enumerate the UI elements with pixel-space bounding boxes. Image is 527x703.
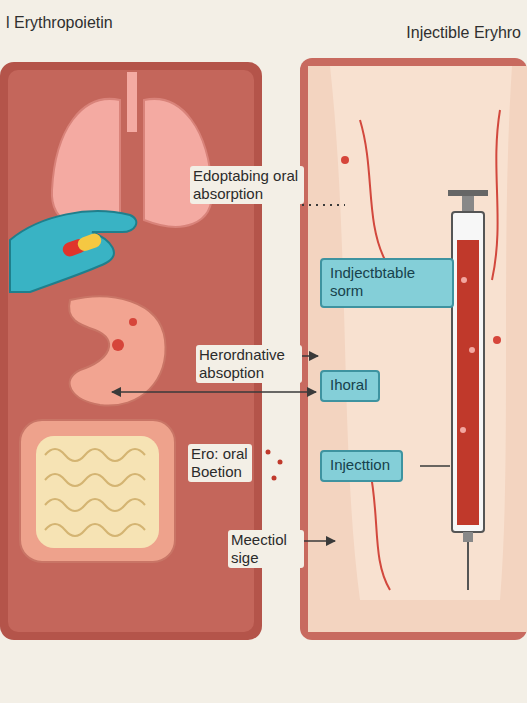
label-box: Ihoral [320,370,380,402]
intestines [20,420,175,562]
box-text: Indjectbtable sorm [330,264,442,300]
syringe [448,190,488,196]
syringe [460,427,466,433]
label-box: Injecttion [320,450,403,482]
intestines [36,436,159,548]
leader-lines [300,540,335,542]
right-panel-art [300,58,527,640]
annotation-label: Edoptabing oral absorption [190,166,304,204]
lungs [52,72,212,227]
intestines [20,420,175,562]
gloved-hand [10,211,136,292]
gloved-hand [61,232,103,259]
syringe [452,212,484,532]
panel-heading: Injectible Eryhro [406,24,521,42]
annotation-label: Herordnative absoption [196,345,302,383]
syringe [469,347,475,353]
leader-lines [302,204,345,206]
stomach [69,296,166,405]
leader-lines [420,465,450,467]
box-text: Ihoral [330,376,368,394]
syringe [457,240,479,525]
panel: Injectible EryhroIndjectbtable sormIhora… [300,58,527,640]
lungs [127,72,137,132]
lungs [52,99,120,227]
box-text: Injecttion [330,456,390,474]
right-panel-art [360,110,500,590]
syringe [461,277,467,283]
leader-lines [272,476,277,481]
right-panel-art [300,58,527,640]
annotation-label: Ero: oral Boetion [188,444,252,482]
gloved-hand [10,211,136,292]
stomach [129,318,137,326]
leader-lines [278,460,283,465]
stomach [69,296,166,405]
gloved-hand [76,232,103,253]
leader-lines [266,450,271,455]
label-box: Indjectbtable sorm [320,258,454,308]
syringe [448,190,488,590]
lungs [144,99,212,227]
panel-heading: l Erythropoietin [6,14,113,32]
syringe [463,532,473,542]
right-panel-art [330,66,512,600]
annotation-label: Meectiol sige [228,530,304,568]
leader-lines [300,355,318,357]
right-panel-art [341,156,349,164]
leader-lines [112,391,316,393]
right-panel-art [308,66,527,632]
stomach [112,339,124,351]
leader-lines [112,205,450,541]
intestines [45,449,145,536]
syringe [467,542,469,590]
right-panel-art [493,336,501,344]
